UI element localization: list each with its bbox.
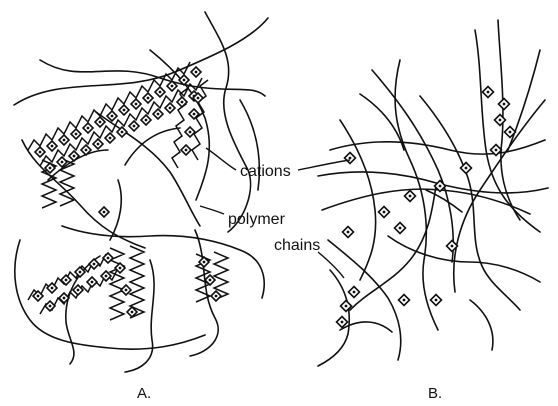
polymer-chain — [205, 12, 251, 232]
chains-label: chains — [274, 237, 320, 254]
annotations: cations polymer chains A. B. — [137, 148, 442, 402]
cation-marker — [93, 139, 103, 149]
polymer-chain — [470, 300, 493, 350]
polymer-chain — [14, 18, 268, 105]
cations-leader-a — [206, 148, 236, 170]
cation-marker — [181, 145, 191, 155]
cation-marker — [119, 105, 129, 115]
cation-marker — [59, 135, 69, 145]
cation-marker — [349, 287, 360, 298]
cation-marker — [405, 191, 416, 202]
cations-label: cations — [240, 163, 291, 180]
cation-marker — [99, 207, 109, 217]
cation-marker — [499, 99, 510, 110]
cation-marker — [105, 133, 115, 143]
cation-marker — [379, 207, 390, 218]
polymer-chain — [110, 180, 121, 240]
cation-marker — [395, 223, 406, 234]
panel-a-clustered — [14, 12, 268, 372]
panel-b-polymer-chains — [318, 20, 548, 366]
cation-marker — [71, 129, 81, 139]
cation-marker — [483, 87, 494, 98]
cation-marker — [103, 253, 113, 263]
panel-a-label: A. — [137, 385, 151, 402]
cation-marker — [191, 67, 201, 77]
cation-marker — [141, 115, 151, 125]
panel-b-cations — [337, 87, 516, 328]
cation-marker — [431, 295, 442, 306]
panel-a-cations — [33, 67, 221, 317]
cation-marker — [47, 141, 57, 151]
cations-leader-b — [298, 160, 350, 170]
chains-leader-b — [318, 252, 344, 278]
cation-marker — [95, 117, 105, 127]
polymer-chain — [96, 112, 200, 226]
cation-marker — [69, 151, 79, 161]
polymer-chain — [125, 128, 180, 165]
cation-marker — [165, 103, 175, 113]
polymer-chain — [125, 260, 154, 372]
polymer-chain — [40, 60, 265, 96]
cation-marker — [35, 147, 45, 157]
cation-marker — [129, 121, 139, 131]
cation-marker — [211, 291, 221, 301]
cation-marker — [107, 111, 117, 121]
cation-marker — [87, 277, 97, 287]
cation-marker — [337, 317, 348, 328]
polymer-chain — [350, 186, 436, 310]
cation-marker — [343, 227, 354, 238]
cation-marker — [185, 127, 195, 137]
cation-marker — [131, 99, 141, 109]
cation-marker — [155, 87, 165, 97]
panel-b-dispersed — [318, 20, 548, 366]
polymer-chain — [395, 60, 438, 330]
panel-b-label: B. — [428, 385, 442, 402]
cation-marker — [399, 295, 410, 306]
polymer-chain — [328, 240, 401, 360]
cation-marker — [45, 301, 55, 311]
polymer-label: polymer — [228, 211, 286, 228]
cation-marker — [153, 109, 163, 119]
cation-marker — [143, 93, 153, 103]
cation-marker — [83, 123, 93, 133]
polymer-leader-a — [200, 206, 224, 214]
polymer-chain — [454, 100, 545, 292]
cation-marker — [495, 115, 506, 126]
cation-marker — [177, 97, 187, 107]
cation-marker — [345, 153, 356, 164]
